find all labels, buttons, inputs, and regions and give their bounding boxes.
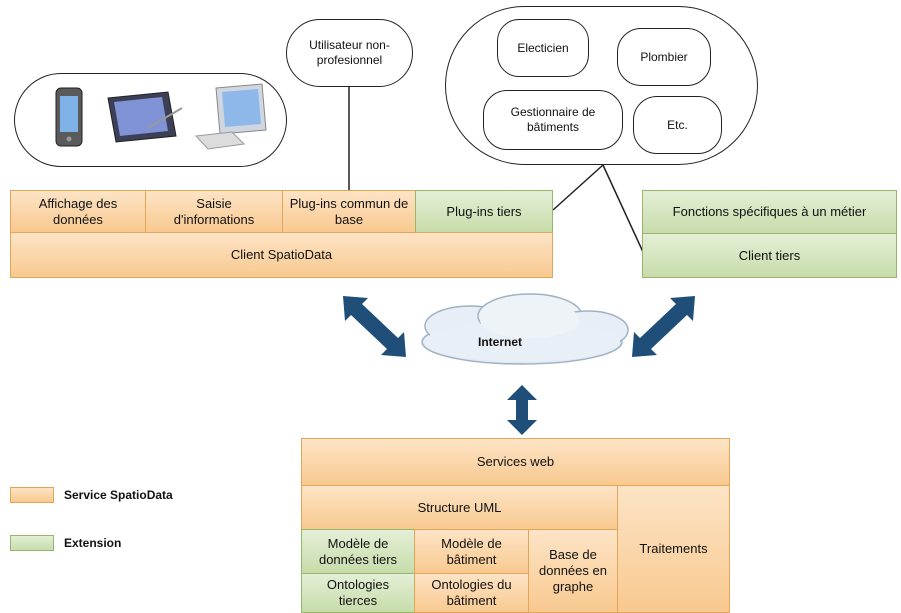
- plombier-label: Plombier: [640, 49, 688, 64]
- modele-tiers-box: Modèle de données tiers: [301, 529, 415, 574]
- fonctions-metier-box: Fonctions spécifiques à un métier: [642, 190, 897, 234]
- plugins-commun-box: Plug-ins commun de base: [282, 190, 416, 233]
- actor-electricien: Electicien: [497, 19, 589, 77]
- arrow-client-internet: [343, 296, 406, 357]
- services-web-label: Services web: [476, 454, 555, 469]
- services-web-box: Services web: [301, 438, 730, 486]
- base-graphe-label: Base de données en graphe: [539, 547, 607, 594]
- actors-to-plugins-line: [552, 164, 604, 211]
- legend-service-label: Service SpatioData: [64, 488, 173, 502]
- desktop-computer-icon: [194, 83, 267, 150]
- ontologies-batiment-label: Ontologies du bâtiment: [431, 577, 512, 608]
- saisie-label: Saisie d'informations: [173, 195, 255, 227]
- structure-uml-box: Structure UML: [301, 485, 618, 530]
- client-spatiodata-label: Client SpatioData: [230, 247, 333, 262]
- affichage-label: Affichage des données: [38, 195, 118, 227]
- smartphone-icon: [55, 87, 83, 147]
- arrow-tiers-internet: [632, 296, 695, 357]
- client-spatiodata-box: Client SpatioData: [10, 232, 553, 278]
- cloud-icon: [421, 293, 629, 365]
- tablet-icon: [107, 91, 183, 143]
- traitements-box: Traitements: [617, 485, 730, 613]
- traitements-label: Traitements: [639, 541, 708, 556]
- ontologies-tierces-box: Ontologies tierces: [301, 573, 415, 613]
- devices-icons: [55, 83, 267, 150]
- legend-service-swatch: [10, 487, 54, 503]
- arrow-internet-services: [507, 385, 537, 435]
- gestionnaire-label: Gestionnaire de bâtiments: [510, 105, 596, 134]
- etc-label: Etc.: [667, 117, 688, 132]
- actor-etc: Etc.: [633, 96, 722, 154]
- saisie-box: Saisie d'informations: [145, 190, 283, 233]
- user-label: Utilisateur non-profesionnel: [309, 38, 390, 67]
- electricien-label: Electicien: [517, 40, 569, 55]
- plugins-tiers-box: Plug-ins tiers: [415, 190, 553, 233]
- affichage-box: Affichage des données: [10, 190, 146, 233]
- user-bubble: Utilisateur non-profesionnel: [286, 19, 413, 87]
- base-graphe-box: Base de données en graphe: [528, 529, 618, 613]
- actor-plombier: Plombier: [617, 28, 711, 86]
- fonctions-metier-label: Fonctions spécifiques à un métier: [672, 204, 867, 219]
- legend-extension-label: Extension: [64, 536, 122, 550]
- actors-to-client-tiers-line: [602, 164, 644, 253]
- ontologies-batiment-box: Ontologies du bâtiment: [414, 573, 529, 613]
- client-tiers-box: Client tiers: [642, 233, 897, 278]
- internet-label: Internet: [478, 335, 523, 349]
- modele-batiment-label: Modèle de bâtiment: [441, 535, 502, 567]
- modele-tiers-label: Modèle de données tiers: [318, 535, 398, 567]
- plugins-commun-label: Plug-ins commun de base: [289, 195, 409, 227]
- actor-gestionnaire: Gestionnaire de bâtiments: [483, 90, 623, 150]
- modele-batiment-box: Modèle de bâtiment: [414, 529, 529, 574]
- legend-extension-swatch: [10, 535, 54, 551]
- ontologies-tierces-label: Ontologies tierces: [326, 577, 390, 608]
- plugins-tiers-label: Plug-ins tiers: [446, 203, 522, 219]
- client-tiers-label: Client tiers: [738, 247, 801, 263]
- structure-uml-label: Structure UML: [417, 499, 502, 515]
